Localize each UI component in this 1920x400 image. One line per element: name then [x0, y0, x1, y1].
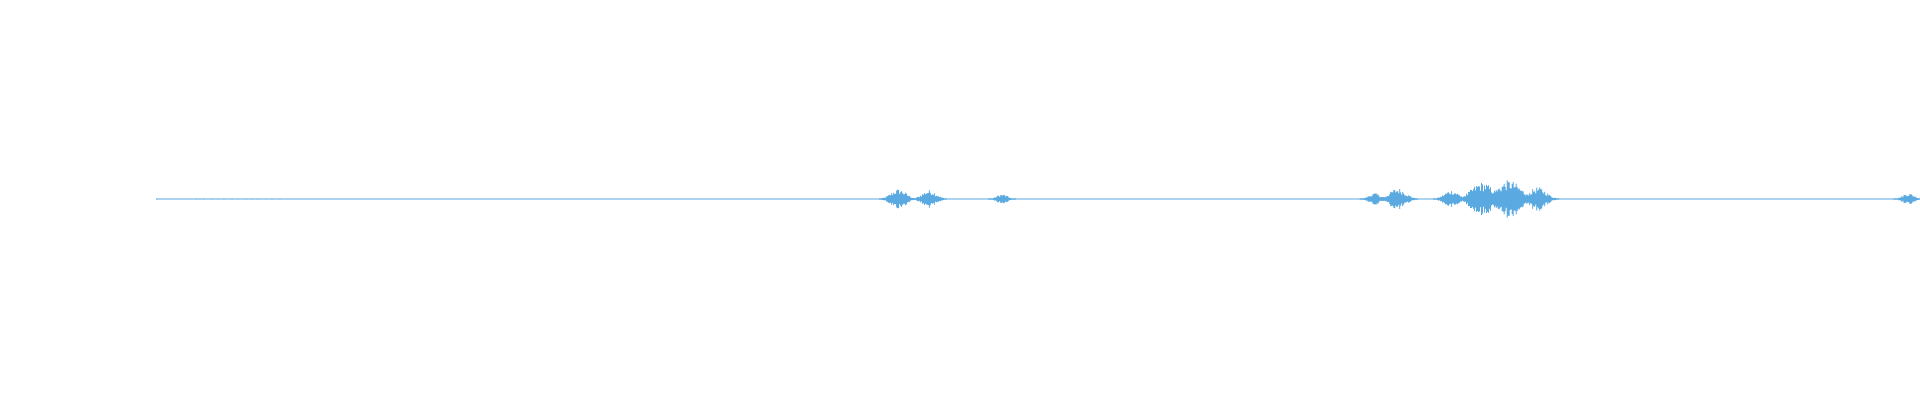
waveform-burst-8 — [1516, 187, 1560, 211]
waveform-burst-2 — [988, 194, 1017, 204]
waveform-burst-9 — [1893, 194, 1920, 204]
waveform-burst-1 — [910, 190, 947, 208]
waveform-noise-dots — [156, 198, 281, 200]
waveform-burst-4 — [1377, 189, 1419, 209]
